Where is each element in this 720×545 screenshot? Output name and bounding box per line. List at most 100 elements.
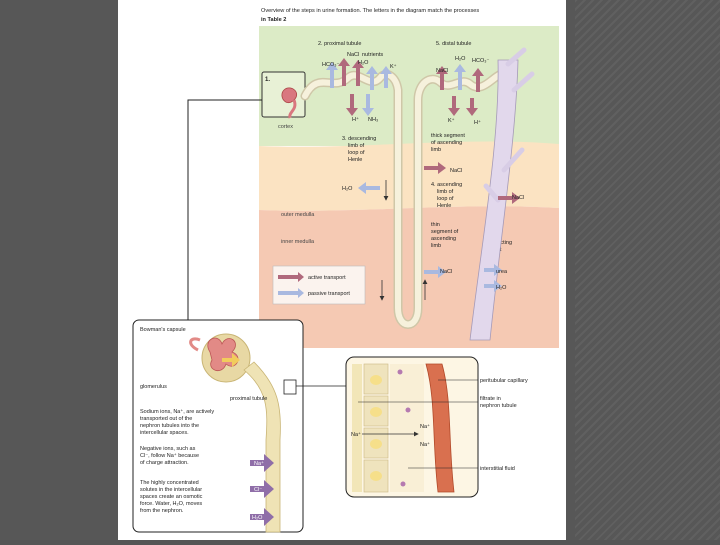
inset-glomerulus-label: glomerulus [140, 384, 167, 390]
passive-arrow-nh3 [362, 94, 374, 116]
inset-arrow-h2o [250, 508, 274, 526]
para3-line5: from the nephron. [140, 508, 184, 514]
inset-paragraph-sodium: Sodium ions, Na⁺, are actively transport… [140, 408, 214, 436]
inset-arrow-cl [250, 480, 274, 498]
active-arrow-nacl-collecting [498, 192, 520, 204]
thin-segment-label-line2: segment of [431, 229, 459, 235]
substance-nutrients: nutrients [362, 52, 383, 58]
inset-arrow-na-label: Na⁺ [254, 460, 264, 467]
thin-segment-label-line1: thin [431, 222, 440, 228]
cell-na-label-left: Na⁺ [351, 431, 361, 438]
glomerulus-illustration [207, 337, 239, 372]
cell-label-capillary: peritubular capillary [480, 378, 528, 384]
inset-arrow-na [250, 454, 274, 472]
cell-label-filtrate-2: nephron tubule [480, 403, 517, 409]
step-3-label-line2: limb of [348, 143, 365, 149]
passive-arrow-h2o-distal [454, 64, 466, 90]
interstitial-space [390, 364, 424, 492]
thin-segment-label-line4: limb [431, 243, 441, 249]
substance-hco3-distal: HCO₃⁻ [472, 58, 489, 64]
cell-na-label-right-1: Na⁺ [420, 423, 430, 430]
active-arrow-hco3-distal [472, 68, 484, 92]
connector-line-step1 [187, 99, 262, 322]
zone-label-outer-medulla: outer medulla [281, 212, 315, 218]
step-1-label: 1. [265, 77, 270, 83]
outer-medulla-zone [259, 141, 559, 211]
para2-line3: of charge attraction. [140, 460, 189, 466]
substance-h2o-collecting: H₂O [496, 285, 507, 291]
zone-label-inner-medulla: inner medulla [281, 239, 315, 245]
zone-label-cortex: cortex [278, 124, 293, 130]
substance-h2o-descending: H₂O [342, 186, 353, 192]
para1-line1: Sodium ions, Na⁺, are actively [140, 408, 214, 415]
substance-nacl-proximal: NaCl [347, 52, 359, 58]
step-5-label: 5. distal tubule [436, 41, 471, 47]
solute-dot-1 [397, 369, 403, 375]
active-arrow-nutrients [352, 60, 364, 86]
solute-dot-3 [400, 481, 406, 487]
figure-caption: Overview of the steps in urine formation… [261, 8, 479, 14]
step-2-label: 2. proximal tubule [318, 41, 361, 47]
substance-nacl-thick: NaCl [450, 168, 462, 174]
slide-background-left [0, 0, 118, 540]
para3-line4: force. Water, H₂O, moves [140, 501, 202, 507]
decorative-stripes [575, 0, 720, 540]
active-arrow-h-distal [466, 98, 478, 116]
para3-line2: solutes in the intercellular [140, 487, 202, 493]
substance-h2o-proximal: H₂O [358, 60, 369, 66]
afferent-arteriole-icon [288, 99, 297, 119]
active-arrow-h-secretion [346, 94, 358, 116]
cell-label-filtrate-1: filtrate in [480, 396, 501, 402]
cell-label-interstitial: interstitial fluid [480, 466, 515, 472]
filtrate-lumen [352, 364, 362, 492]
para1-line4: intercellular spaces. [140, 430, 189, 436]
para1-line3: nephron tubules into the [140, 423, 199, 429]
solute-dot-2 [405, 407, 411, 413]
step-3-label-line4: Henle [348, 157, 362, 163]
substance-hco3-proximal: HCO₃⁻ [322, 62, 339, 68]
para2-line2: Cl⁻, follow Na⁺ because [140, 452, 199, 459]
para3-line1: The highly concentrated [140, 480, 199, 486]
inset-paragraph-negative-ions: Negative ions, such as Cl⁻, follow Na⁺ b… [140, 446, 199, 466]
textbook-page: Overview of the steps in urine formation… [118, 0, 566, 540]
active-arrow-nacl-distal [436, 66, 448, 90]
passive-arrow-h2o-descending [358, 182, 380, 194]
slide-background-right [566, 0, 720, 540]
epithelial-cells [363, 363, 389, 493]
passive-arrow-hco3 [326, 62, 338, 88]
substance-urea: urea [496, 269, 508, 275]
step-4-label-line2: limb of [437, 189, 454, 195]
filtrate-flow-arrow [222, 353, 240, 367]
active-arrow-k-distal [448, 96, 460, 116]
step-4-label-line3: loop of [437, 196, 454, 202]
passive-arrow-h2o-collecting [484, 280, 502, 292]
step-4-label-line1: 4. ascending [431, 182, 462, 188]
step-4-label-line4: Henle [437, 203, 451, 209]
active-arrow-nacl [338, 58, 350, 86]
passive-arrow-k [380, 66, 392, 88]
para1-line2: transported out of the [140, 416, 192, 422]
collecting-duct-branches [483, 47, 535, 203]
thick-segment-label-line1: thick segment [431, 133, 465, 139]
thick-segment-label-line2: of ascending [431, 140, 462, 146]
inset-arrow-cl-label: Cl⁻ [254, 487, 262, 493]
legend-box [272, 265, 366, 305]
legend-active-swatch [278, 272, 304, 282]
active-arrow-nacl-thick [424, 162, 446, 174]
substance-k-proximal: K⁺ [390, 63, 397, 70]
nephron-diagram: Overview of the steps in urine formation… [132, 8, 559, 533]
passive-arrow-urea [484, 264, 502, 276]
peritubular-capillary-illustration [425, 363, 455, 493]
substance-h2o-distal: H₂O [455, 56, 466, 62]
inset-paragraph-osmotic: The highly concentrated solutes in the i… [140, 480, 203, 514]
collecting-duct [469, 59, 519, 341]
substance-nacl-thin: NaCl [440, 269, 452, 275]
substance-nh3: NH₃ [368, 117, 378, 123]
arteriole-illustration [189, 337, 201, 352]
passive-arrow-nacl-thin [424, 266, 446, 278]
thick-segment-label-line3: limb [431, 147, 441, 153]
passive-arrow-h2o-proximal [366, 66, 378, 90]
step-3-label-line1: 3. descending [342, 136, 376, 142]
legend-active-label: active transport [308, 275, 346, 281]
nephron-tubule [302, 70, 509, 328]
